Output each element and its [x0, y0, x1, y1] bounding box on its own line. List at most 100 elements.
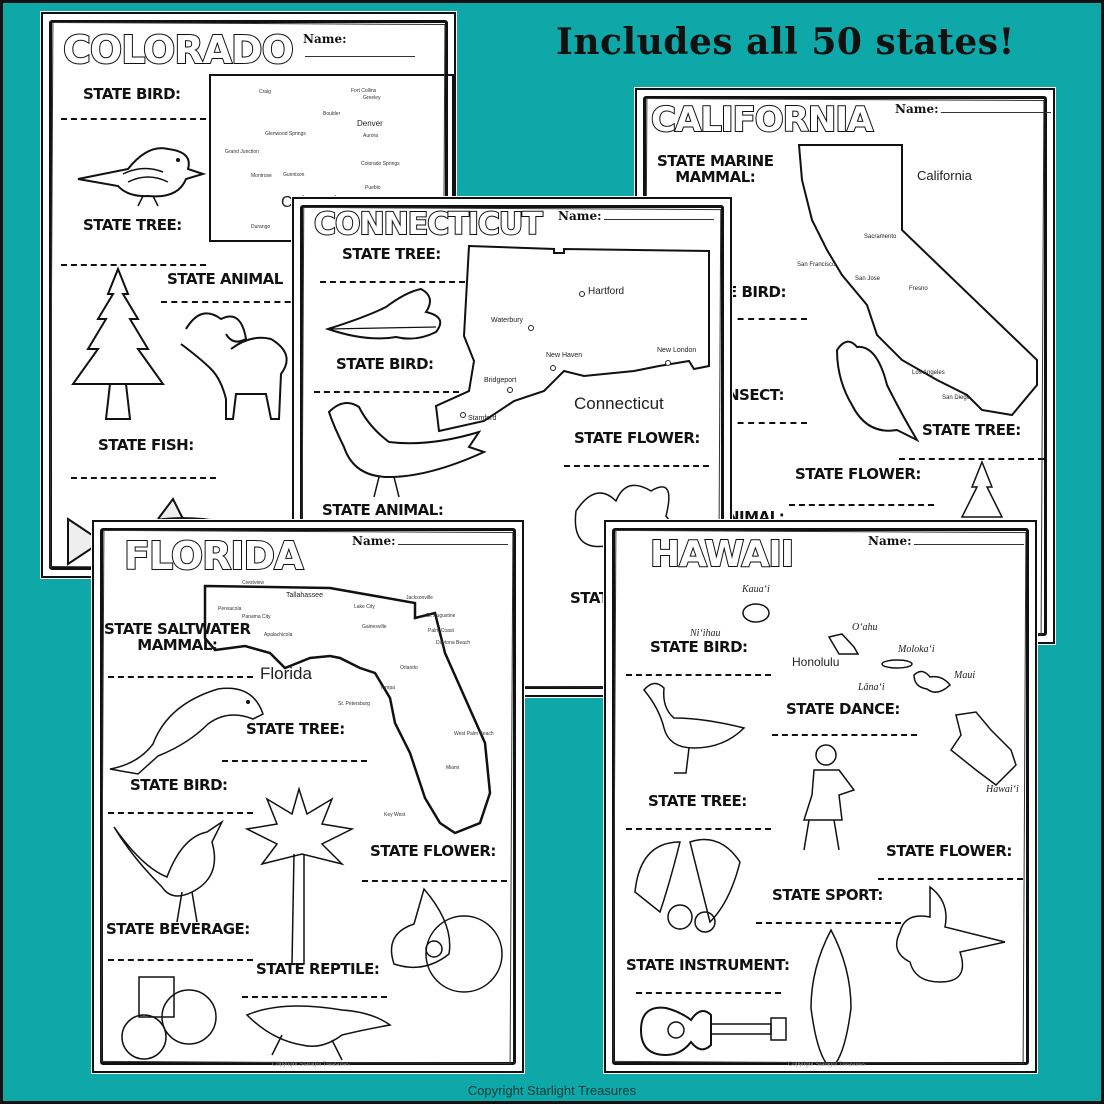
quail-illustration	[835, 340, 920, 443]
label-state-saltwater-mammal: STATE SALTWATER MAMMAL:	[104, 620, 251, 654]
label-state-dance: STATE DANCE:	[786, 700, 900, 718]
name-field[interactable]: Name:	[303, 32, 454, 60]
answer-line-tree[interactable]	[61, 264, 206, 266]
answer-line-tree[interactable]	[899, 458, 1044, 460]
answer-line-dance[interactable]	[772, 734, 917, 736]
state-name-label: California	[917, 168, 972, 183]
maui-island-shape	[913, 670, 952, 693]
kauai-island-shape	[742, 603, 770, 623]
sheet-title: COLORADO	[62, 27, 295, 73]
label-state-animal: STATE ANIMAL	[167, 270, 283, 288]
label-partial: STAT	[570, 589, 609, 607]
surfboard-illustration	[810, 928, 852, 1064]
ukulele-illustration	[639, 1006, 787, 1057]
orange-blossom-illustration	[390, 887, 503, 993]
answer-line-bird[interactable]	[108, 812, 253, 814]
florida-map-outline	[203, 584, 492, 835]
answer-line-reptile[interactable]	[242, 996, 387, 998]
sheet-title: CONNECTICUT	[313, 206, 544, 243]
oahu-island-shape	[827, 633, 860, 655]
label-state-insect: NSECT:	[727, 386, 785, 404]
pine-tree-illustration	[960, 459, 1004, 518]
city-marker-bridgeport	[507, 387, 513, 393]
answer-line-animal[interactable]	[161, 301, 301, 303]
city-marker-new-haven	[550, 365, 556, 371]
banner-headline: Includes all 50 states!	[556, 21, 1015, 63]
answer-line-bird[interactable]	[626, 674, 771, 676]
answer-line-tree[interactable]	[320, 281, 465, 283]
mockingbird-illustration	[113, 819, 224, 923]
answer-line-bird[interactable]	[314, 391, 459, 393]
answer-line-instrument[interactable]	[636, 992, 781, 994]
answer-line-flower[interactable]	[789, 504, 934, 506]
answer-line-sport[interactable]	[756, 922, 901, 924]
city-marker-waterbury	[528, 325, 534, 331]
robin-illustration	[327, 402, 487, 498]
label-state-bird: STATE BIRD:	[650, 638, 748, 656]
answer-line-flower[interactable]	[878, 878, 1023, 880]
name-field[interactable]: Name:	[352, 534, 508, 548]
sheet-title: HAWAII	[649, 533, 795, 576]
label-state-tree: STATE TREE:	[648, 792, 747, 810]
state-name-label: Florida	[260, 664, 312, 683]
label-state-bird: STATE BIRD:	[336, 355, 434, 373]
sheet-footer: Copyright Starlight Treasures	[272, 1062, 350, 1068]
state-name-label: Connecticut	[574, 394, 664, 413]
hibiscus-illustration	[895, 885, 1006, 983]
answer-line-bird[interactable]	[61, 118, 206, 120]
sheet-footer: Copyright Starlight Treasures	[788, 1062, 866, 1068]
label-state-marine-mammal: STATE MARINE MAMMAL:	[657, 152, 774, 186]
label-state-tree: STATE TREE:	[246, 720, 345, 738]
copyright-text: Copyright Starlight Treasures	[467, 1083, 637, 1098]
name-field[interactable]: Name:	[558, 209, 714, 223]
city-marker-new-london	[665, 360, 671, 366]
label-state-beverage: STATE BEVERAGE:	[106, 920, 250, 938]
answer-line-fish[interactable]	[71, 477, 216, 479]
label-state-sport: STATE SPORT:	[772, 886, 883, 904]
label-state-animal: STATE ANIMAL:	[322, 501, 444, 519]
alligator-illustration	[245, 1005, 392, 1061]
orange-juice-illustration	[121, 976, 217, 1060]
label-state-tree: STATE TREE:	[342, 245, 441, 263]
california-map-outline	[797, 144, 1038, 417]
city-marker-hartford	[579, 291, 585, 297]
name-field[interactable]: Name:	[868, 534, 1024, 548]
label-state-bird: STATE BIRD:	[83, 85, 181, 103]
label-state-reptile: STATE REPTILE:	[256, 960, 380, 978]
label-state-flower: STATE FLOWER:	[886, 842, 1012, 860]
nene-goose-illustration	[643, 682, 746, 774]
bird-illustration	[77, 147, 207, 207]
label-state-flower: STATE FLOWER:	[370, 842, 496, 860]
answer-line-flower[interactable]	[564, 465, 709, 467]
label-state-bird: E BIRD:	[727, 283, 786, 301]
bighorn-sheep-illustration	[180, 312, 288, 420]
dolphin-illustration	[109, 687, 264, 775]
label-state-fish: STATE FISH:	[98, 436, 194, 454]
answer-line-beverage[interactable]	[108, 959, 253, 961]
molokai-island-shape	[881, 659, 913, 669]
worksheet-hawaii: HAWAII Name: Kauaʻi Niʻihau Oʻahu Honolu…	[604, 520, 1037, 1073]
label-state-flower: STATE FLOWER:	[795, 465, 921, 483]
label-state-flower: STATE FLOWER:	[574, 429, 700, 447]
capital-label: Hartford	[588, 286, 625, 297]
answer-line-tree[interactable]	[222, 760, 367, 762]
capital-label: Tallahassee	[286, 592, 323, 599]
capital-label: Honolulu	[792, 655, 840, 669]
answer-line-insect[interactable]	[727, 422, 807, 424]
tree-illustration	[71, 266, 165, 420]
worksheet-florida: FLORIDA Name: STATE SALTWATER MAMMAL: Fl…	[92, 520, 524, 1073]
sheet-title: CALIFORNIA	[650, 99, 874, 141]
sabal-palm-illustration	[244, 786, 355, 965]
big-island-shape	[949, 711, 1017, 786]
sheet-title: FLORIDA	[123, 533, 304, 579]
answer-line-tree[interactable]	[626, 828, 771, 830]
name-field[interactable]: Name:	[895, 102, 1051, 116]
label-state-tree: STATE TREE:	[922, 421, 1021, 439]
label-state-instrument: STATE INSTRUMENT:	[626, 956, 790, 974]
answer-line-mammal[interactable]	[108, 676, 253, 678]
answer-line-bird[interactable]	[727, 318, 807, 320]
label-state-tree: STATE TREE:	[83, 216, 182, 234]
answer-line-flower[interactable]	[362, 880, 507, 882]
capital-label: Denver	[357, 119, 383, 128]
city-marker-stamford	[460, 412, 466, 418]
